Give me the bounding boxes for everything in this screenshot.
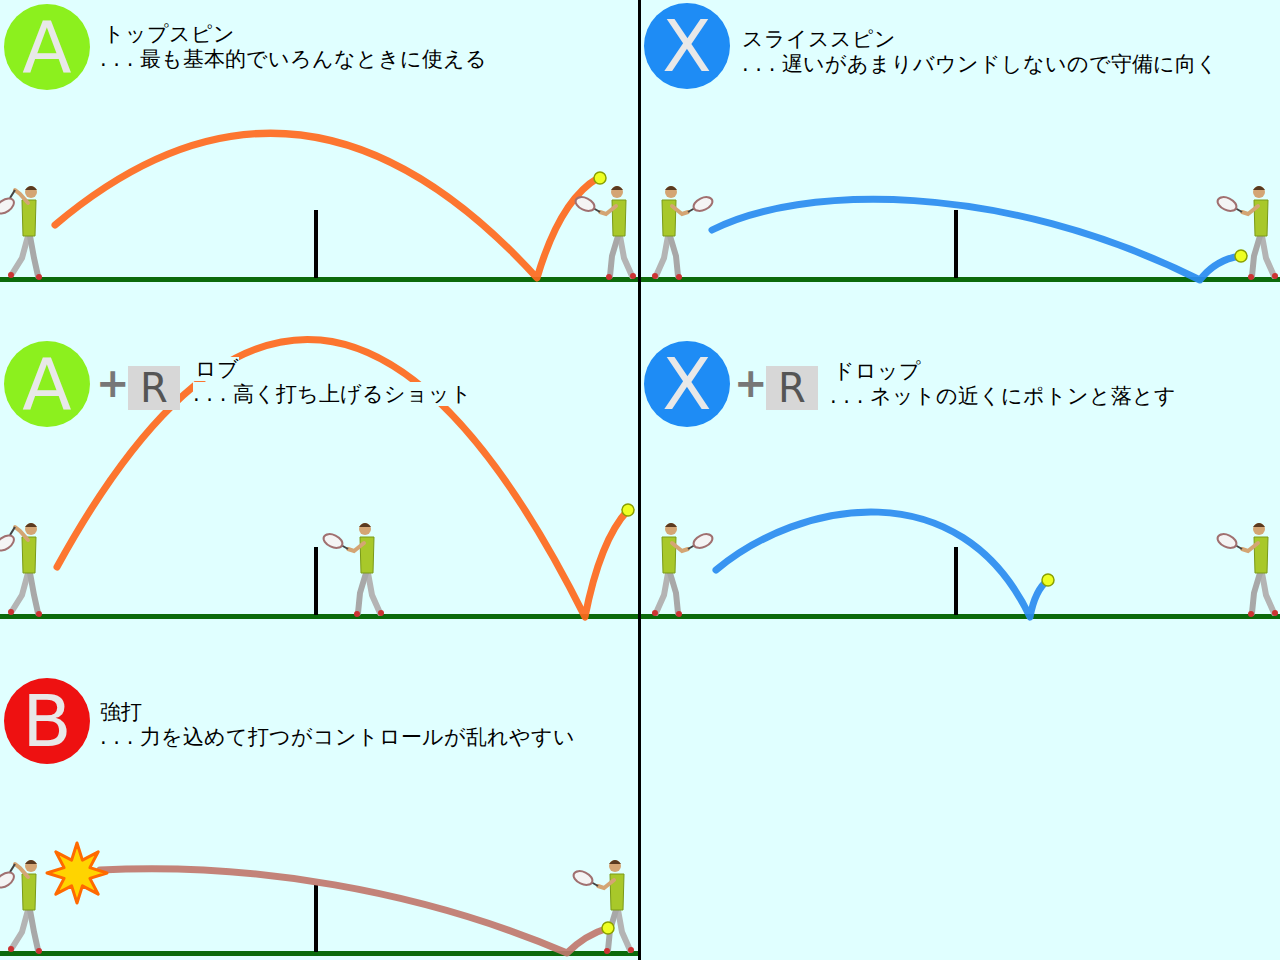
player-figure bbox=[652, 523, 715, 617]
button-fill bbox=[644, 341, 730, 427]
shot-name: ロブ bbox=[195, 357, 239, 381]
button-letter: A bbox=[22, 348, 71, 420]
tennis-ball bbox=[622, 504, 634, 516]
shot-description: . . . 力を込めて打つがコントロールが乱れやすい bbox=[100, 725, 575, 749]
tennis-ball bbox=[602, 922, 614, 934]
player-figure bbox=[0, 523, 42, 617]
drop-trajectory bbox=[716, 512, 1048, 617]
shot-description: . . . 高く打ち上げるショット bbox=[193, 382, 472, 406]
panel-divider bbox=[638, 0, 641, 960]
tennis-ball bbox=[1235, 250, 1247, 262]
tennis-ball bbox=[1042, 574, 1054, 586]
button-circle: X bbox=[643, 2, 731, 90]
button-fill bbox=[4, 678, 90, 764]
shot-description: . . . 遅いがあまりバウンドしないので守備に向く bbox=[742, 52, 1218, 76]
button-letter: R bbox=[140, 368, 168, 408]
player-figure bbox=[652, 186, 715, 280]
player-figure bbox=[0, 186, 42, 280]
button-fill bbox=[128, 366, 180, 410]
tennis-ball bbox=[594, 172, 606, 184]
smash-trajectory bbox=[100, 869, 608, 953]
player-figure bbox=[1215, 186, 1278, 280]
button-circle: B bbox=[3, 677, 91, 765]
net-post bbox=[314, 547, 318, 615]
shot-description: . . . 最も基本的でいろんなときに使える bbox=[100, 47, 487, 71]
net-post bbox=[954, 210, 958, 278]
player-figure bbox=[0, 860, 42, 954]
net-post bbox=[954, 547, 958, 615]
button-letter: X bbox=[662, 10, 711, 82]
plus-sign: + bbox=[734, 363, 768, 403]
button-fill bbox=[766, 366, 818, 410]
button-letter: R bbox=[778, 368, 806, 408]
button-fill bbox=[4, 4, 90, 90]
button-letter: B bbox=[22, 685, 71, 757]
player-figure bbox=[573, 186, 636, 280]
button-fill bbox=[4, 341, 90, 427]
button-fill bbox=[644, 3, 730, 89]
player-figure bbox=[1215, 523, 1278, 617]
net-post bbox=[314, 210, 318, 278]
button-circle: A bbox=[3, 3, 91, 91]
button-letter: X bbox=[662, 348, 711, 420]
net-post bbox=[314, 885, 318, 952]
button-letter: A bbox=[22, 11, 71, 83]
shot-name: スライススピン bbox=[742, 27, 896, 51]
shot-name: トップスピン bbox=[103, 22, 235, 46]
impact-burst bbox=[47, 843, 107, 903]
topspin-trajectory bbox=[55, 133, 598, 278]
ball-trajectories bbox=[55, 133, 1240, 953]
button-key: R bbox=[128, 366, 180, 410]
lob-trajectory bbox=[57, 339, 628, 617]
player-figure bbox=[321, 523, 384, 617]
tennis-balls bbox=[594, 172, 1247, 934]
player-figure bbox=[571, 860, 634, 954]
shot-name: 強打 bbox=[100, 700, 142, 724]
court-ground bbox=[0, 951, 640, 956]
button-circle: X bbox=[643, 340, 731, 428]
shot-description: . . . ネットの近くにポトンと落とす bbox=[830, 384, 1176, 408]
button-key: R bbox=[766, 366, 818, 410]
button-circle: A bbox=[3, 340, 91, 428]
shot-name: ドロップ bbox=[833, 359, 921, 383]
slice-trajectory bbox=[712, 199, 1240, 280]
plus-sign: + bbox=[96, 363, 130, 403]
